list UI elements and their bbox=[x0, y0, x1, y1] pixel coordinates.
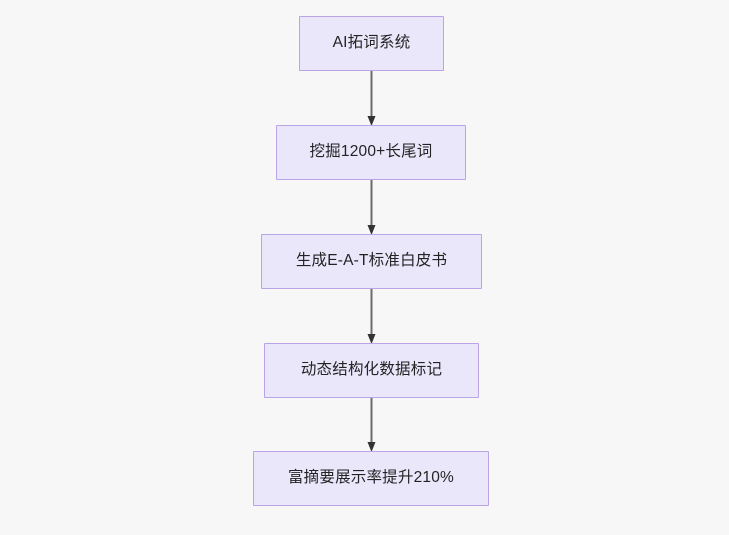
flow-node-mine-longtail-keywords[interactable]: 挖掘1200+长尾词 bbox=[276, 125, 466, 180]
flow-node-dynamic-structured-data-markup[interactable]: 动态结构化数据标记 bbox=[264, 343, 479, 398]
flow-node-label: AI拓词系统 bbox=[332, 34, 411, 52]
flow-node-label: 富摘要展示率提升210% bbox=[287, 469, 455, 487]
flow-node-label: 生成E-A-T标准白皮书 bbox=[295, 252, 448, 270]
flow-node-ai-keyword-system[interactable]: AI拓词系统 bbox=[299, 16, 444, 71]
flow-node-generate-eat-whitepaper[interactable]: 生成E-A-T标准白皮书 bbox=[261, 234, 482, 289]
flow-node-label: 动态结构化数据标记 bbox=[300, 361, 443, 379]
flow-node-rich-snippet-impression-uplift[interactable]: 富摘要展示率提升210% bbox=[253, 451, 489, 506]
flow-node-label: 挖掘1200+长尾词 bbox=[309, 143, 433, 161]
